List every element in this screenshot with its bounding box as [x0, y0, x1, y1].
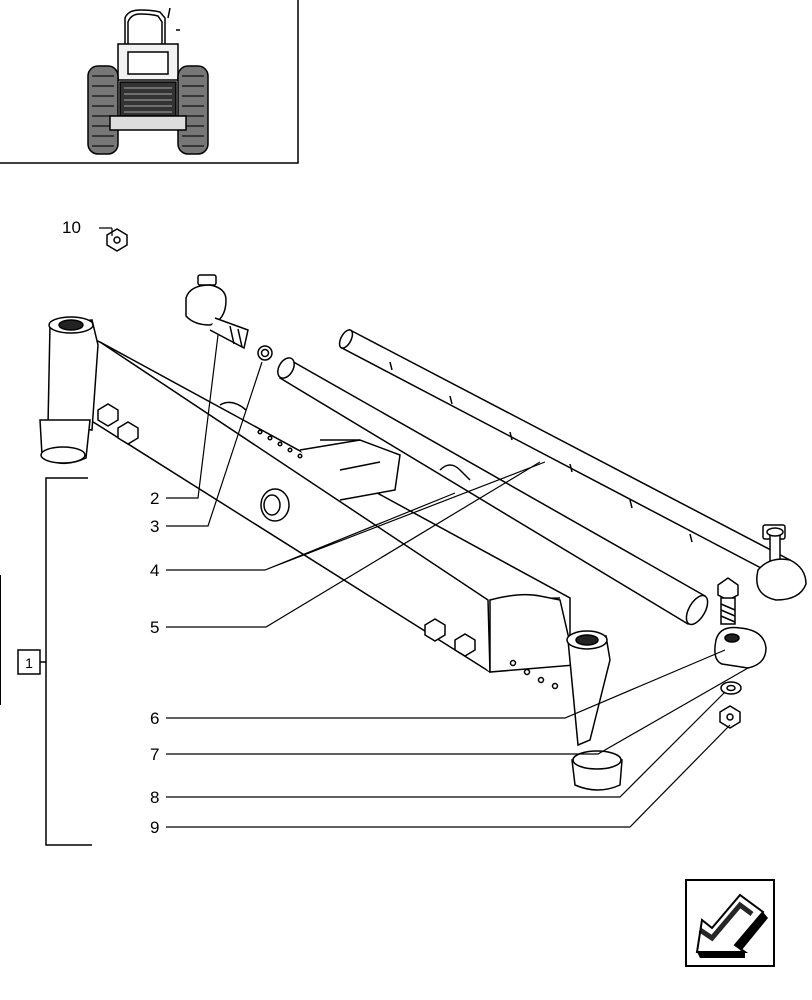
leader-lines — [99, 227, 749, 828]
right-kingpin-housing — [424, 618, 623, 791]
tractor-thumbnail — [0, 0, 299, 164]
callout-5: 5 — [150, 618, 159, 637]
clamp-assembly — [714, 577, 767, 729]
tractor-front-view-icon — [87, 7, 209, 155]
callout-8: 8 — [150, 788, 159, 807]
callout-2: 2 — [150, 489, 159, 508]
callout-10: 10 — [62, 218, 81, 237]
tie-rod-end-left — [185, 274, 273, 361]
callout-7: 7 — [150, 745, 159, 764]
group-bracket-label: 1 — [25, 655, 33, 671]
group-bracket — [0, 477, 92, 846]
tie-rod-end-right — [756, 524, 807, 601]
callout-4: 4 — [150, 561, 159, 580]
previous-page-button[interactable] — [685, 879, 775, 967]
callout-labels: 10 2 3 4 5 6 7 8 9 — [62, 218, 159, 837]
steering-cylinder-tube — [277, 357, 709, 626]
callout-9: 9 — [150, 818, 159, 837]
nut-part-10 — [106, 228, 128, 252]
left-kingpin-housing — [39, 316, 139, 464]
callout-6: 6 — [150, 709, 159, 728]
callout-3: 3 — [150, 517, 159, 536]
previous-page-arrow-icon — [695, 893, 768, 958]
